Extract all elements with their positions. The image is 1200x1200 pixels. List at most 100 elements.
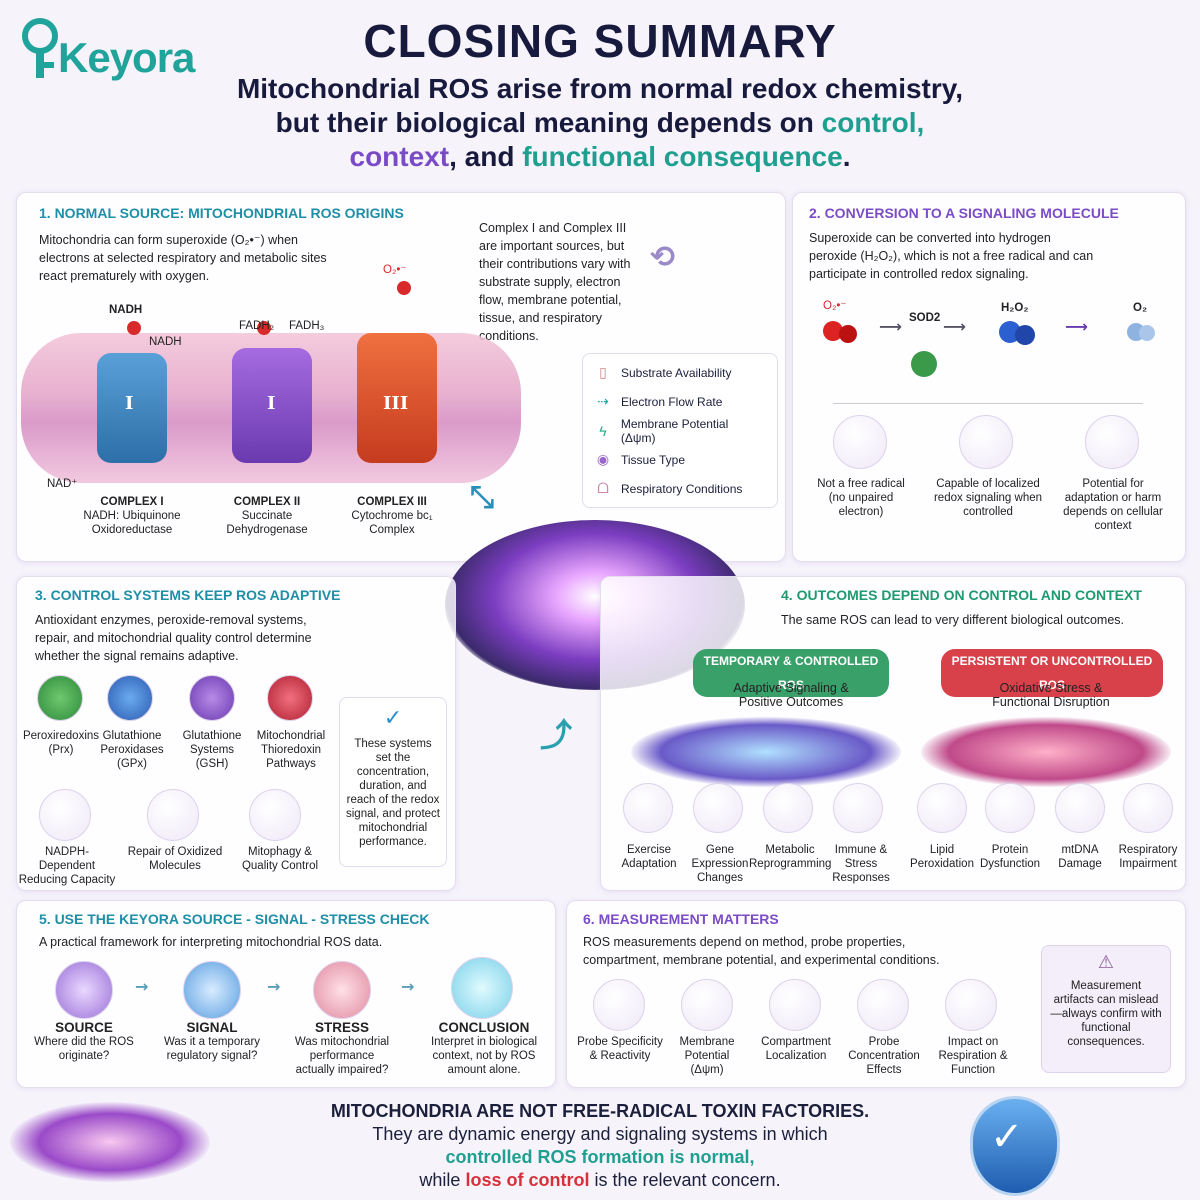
step-name: SOURCE [55, 1020, 113, 1035]
factor-label: Respiratory Conditions [621, 481, 743, 496]
gsh-icon [189, 675, 235, 721]
probe-icon [593, 979, 645, 1031]
step-question: Was mitochondrial performance actually i… [294, 1036, 390, 1076]
arrow-icon: → [135, 977, 149, 996]
label-fadh3: FADH₃ [289, 320, 325, 332]
membrane-potential-icon [681, 979, 733, 1031]
arrow-icon: ⟶ [943, 317, 966, 336]
superoxide-label: O₂•⁻ [823, 300, 847, 312]
step-question: Where did the ROS originate? [34, 1036, 134, 1062]
step-name: CONCLUSION [438, 1020, 530, 1035]
gauge-icon [313, 961, 371, 1019]
section-1-text: Mitochondria can form superoxide (O₂•⁻) … [39, 233, 327, 283]
flow-icon: ⇢ [597, 393, 609, 409]
control-system-label: Mitophagy & Quality Control [241, 846, 319, 872]
h2o2-property: Not a free radical (no unpaired electron… [817, 478, 905, 518]
section-6-panel: 6. MEASUREMENT MATTERS ROS measurements … [566, 900, 1186, 1088]
subtitle-text: but their biological meaning depends on [275, 107, 822, 138]
complex-desc: Cytochrome bc₁ Complex [351, 510, 433, 536]
factor-item: ◉ Tissue Type [595, 445, 765, 474]
label-nadh-2: NADH [149, 336, 182, 348]
damaged-mitochondrion-icon [921, 717, 1171, 787]
step-name: STRESS [314, 1020, 369, 1035]
h2o2-property: Potential for adaptation or harm depends… [1063, 478, 1163, 532]
section-4-heading: 4. OUTCOMES DEPEND ON CONTROL AND CONTEX… [781, 587, 1142, 603]
subtitle-line2: but their biological meaning depends on … [200, 106, 1000, 140]
checkmark-icon: ✓ [990, 1114, 1024, 1160]
checkmark-icon [451, 957, 513, 1019]
footer-text: MITOCHONDRIA ARE NOT FREE-RADICAL TOXIN … [250, 1100, 950, 1192]
complex-3-numeral: III [383, 393, 409, 414]
shield-check-icon [183, 961, 241, 1019]
warning-icon: ⚠ [1097, 952, 1115, 973]
o2-molecule-icon [1139, 325, 1155, 341]
footer-text-segment: while [419, 1170, 466, 1190]
factor-label: Tissue Type [621, 452, 686, 467]
sod2-label: SOD2 [909, 312, 941, 324]
measurement-factor-label: Probe Concentration Effects [848, 1036, 920, 1076]
adaptive-outcome-label: Exercise Adaptation [621, 844, 677, 870]
control-system-label: Peroxiredoxins (Prx) [22, 730, 100, 756]
complex-3-label: COMPLEX III Cytochrome bc₁ Complex [337, 495, 447, 537]
section-3-text: Antioxidant enzymes, peroxide-removal sy… [35, 613, 312, 663]
subtitle-control: control, [821, 107, 925, 138]
section-1-heading: 1. NORMAL SOURCE: MITOCHONDRIAL ROS ORIG… [39, 205, 404, 221]
healthy-mitochondrion-icon [631, 717, 901, 787]
curved-arrow-icon: ⟲ [650, 240, 676, 275]
complex-2-label: COMPLEX II Succinate Dehydrogenase [212, 495, 322, 537]
section-2-text: Superoxide can be converted into hydroge… [809, 231, 1094, 281]
step-question: Was it a temporary regulatory signal? [163, 1036, 261, 1062]
h2o2-label: H₂O₂ [1001, 302, 1029, 314]
uncontrolled-ros-subtitle: Oxidative Stress & Functional Disruption [992, 681, 1110, 709]
lungs-icon [945, 979, 997, 1031]
key-logo-icon [22, 18, 58, 78]
section-6-heading: 6. MEASUREMENT MATTERS [583, 911, 779, 927]
complex-name: COMPLEX II [233, 496, 301, 508]
lightning-icon: ϟ [599, 422, 607, 439]
section-4-panel: 4. OUTCOMES DEPEND ON CONTROL AND CONTEX… [600, 576, 1186, 891]
control-system-label: NADPH-Dependent Reducing Capacity [18, 846, 116, 886]
compartment-icon [769, 979, 821, 1031]
controlled-ros-pill: TEMPORARY & CONTROLLED ROS [693, 649, 889, 697]
footer-line3: controlled ROS formation is normal, [445, 1147, 755, 1167]
h2o2-property: Capable of localized redox signaling whe… [933, 478, 1043, 518]
lungs-icon: ᗝ [597, 480, 609, 496]
superoxide-molecule-icon [397, 281, 411, 295]
section-3-panel: 3. CONTROL SYSTEMS KEEP ROS ADAPTIVE Ant… [16, 576, 456, 891]
complex-desc: Succinate Dehydrogenase [226, 510, 308, 536]
page-subtitle: Mitochondrial ROS arise from normal redo… [200, 72, 1000, 174]
complex-1-shape [97, 353, 167, 463]
measurement-factor-label: Probe Specificity & Reactivity [577, 1036, 663, 1062]
harmful-outcome-label: Lipid Peroxidation [910, 844, 974, 870]
immune-shield-icon [833, 783, 883, 833]
mtdna-icon [1055, 783, 1105, 833]
subtitle-context: context [349, 141, 450, 172]
footer-line1: MITOCHONDRIA ARE NOT FREE-RADICAL TOXIN … [330, 1101, 870, 1121]
factor-label: Electron Flow Rate [621, 394, 723, 409]
dropper-icon [857, 979, 909, 1031]
measurement-factor-label: Compartment Localization [761, 1036, 831, 1062]
arrow-icon: ⟶ [1065, 317, 1088, 336]
keyora-logo: Keyora [18, 14, 208, 84]
double-arrow-icon: ⤡ [470, 480, 494, 515]
divider [833, 403, 1143, 404]
complex-3-shape [357, 333, 437, 463]
subtitle-text: . [842, 141, 851, 172]
tissue-icon: ◉ [596, 451, 610, 467]
signal-icon [959, 415, 1013, 469]
section-4-text: The same ROS can lead to very different … [781, 613, 1124, 627]
thioredoxin-icon [267, 675, 313, 721]
peroxiredoxin-icon [37, 675, 83, 721]
label-nad: NAD⁺ [47, 478, 78, 490]
harmful-outcome-label: Respiratory Impairment [1118, 844, 1178, 870]
subtitle-text: , and [449, 141, 523, 172]
superoxide-molecule-icon [823, 321, 843, 341]
section-5-text: A practical framework for interpreting m… [39, 935, 383, 949]
complex-name: COMPLEX III [357, 496, 427, 508]
nadph-icon [39, 789, 91, 841]
factor-item: ▯Substrate Availability [595, 358, 765, 387]
footer-text-segment: is the relevant concern. [589, 1170, 781, 1190]
